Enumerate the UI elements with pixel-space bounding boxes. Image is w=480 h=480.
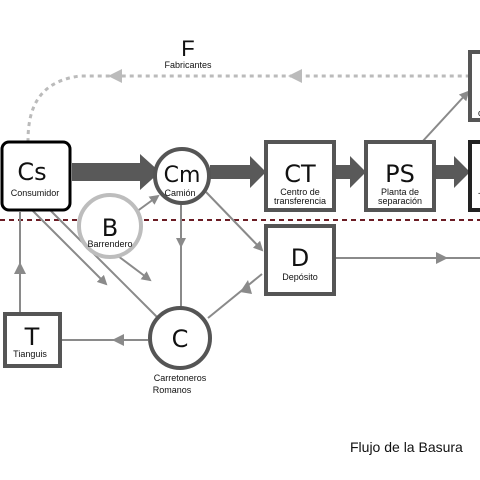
main-flow-cm-to-ct (210, 156, 266, 188)
node-ct-label-line2: transferencia (274, 196, 326, 206)
fabricantes-label: Fabricantes (164, 60, 212, 70)
flow-camion-to-deposito (205, 191, 264, 252)
node-deposito-box (264, 224, 336, 296)
node-deposito-label: Depósito (282, 272, 318, 282)
main-flow-ct-to-ps (336, 156, 366, 188)
node-planta-separacion: PS Planta de separación (364, 140, 436, 212)
node-carretoneros-label-line1: Carretoneros (154, 373, 207, 383)
flow-barrendero-to-camion (135, 194, 160, 213)
fabricantes-loop-arrow-left (108, 69, 122, 83)
node-carretoneros: C Carretoneros Romanos (148, 306, 212, 395)
main-flow-cs-to-cm (72, 154, 160, 190)
flow-consumidor-to-carretoneros-lower (49, 209, 159, 319)
node-deposito: D Depósito (264, 224, 336, 296)
node-tianguis-box (3, 312, 62, 368)
node-camion-label: Camión (164, 188, 195, 198)
flow-barrendero-to-carretoneros (117, 255, 152, 282)
flow-tianguis-to-consumidor-arrow (14, 262, 26, 274)
node-right-top-box (468, 50, 480, 122)
flow-carretoneros-to-deposito-arrow (240, 280, 252, 294)
fabricantes-loop-arrow-mid (288, 69, 302, 83)
node-consumidor-code: Cs (17, 158, 46, 186)
node-tianguis-code: T (24, 323, 40, 351)
diagram-caption: Flujo de la Basura (350, 439, 463, 455)
node-consumidor: Cs Consumidor (0, 140, 72, 212)
node-camion-circle (153, 147, 211, 205)
flow-ps-to-right-top (421, 90, 470, 143)
node-carretoneros-code: C (172, 325, 189, 353)
node-ct-label-line1: Centro de (280, 187, 320, 197)
node-barrendero-label: Barrendero (87, 239, 132, 249)
node-carretoneros-label-line2: Romanos (153, 385, 192, 395)
node-right-main-box (468, 140, 480, 212)
node-carretoneros-circle (148, 306, 212, 370)
node-right-main-partial: - (468, 140, 480, 212)
node-right-top-label: c (478, 108, 480, 118)
node-camion: Cm Camión (153, 147, 211, 205)
node-tianguis: T Tianguis (3, 312, 62, 368)
node-barrendero-code: B (102, 214, 118, 242)
flow-carretoneros-to-tianguis-arrow (112, 334, 124, 346)
node-ct-box (264, 140, 336, 212)
node-barrendero: B Barrendero (77, 193, 143, 259)
node-tianguis-label: Tianguis (13, 349, 47, 359)
node-ps-box (364, 140, 436, 212)
node-right-main-label: - (478, 188, 480, 198)
node-consumidor-label: Consumidor (11, 188, 60, 198)
node-camion-code: Cm (164, 163, 201, 188)
node-barrendero-circle (77, 193, 143, 259)
node-deposito-code: D (291, 244, 309, 272)
fabricantes-loop-path (26, 74, 470, 143)
node-ps-label-line1: Planta de (381, 187, 419, 197)
node-centro-transferencia: CT Centro de transferencia (264, 140, 336, 212)
main-flow-ps-to-right (434, 156, 470, 188)
fabricantes-letter: F (181, 36, 194, 61)
node-consumidor-box (0, 140, 72, 212)
flow-deposito-to-right-arrow (436, 252, 448, 264)
node-ps-code: PS (385, 160, 415, 188)
node-right-top-partial: c (468, 50, 480, 122)
node-ct-code: CT (284, 160, 316, 188)
node-ps-label-line2: separación (378, 196, 422, 206)
flow-carretoneros-to-deposito (207, 273, 263, 319)
flow-consumidor-to-carretoneros-upper (31, 209, 108, 286)
